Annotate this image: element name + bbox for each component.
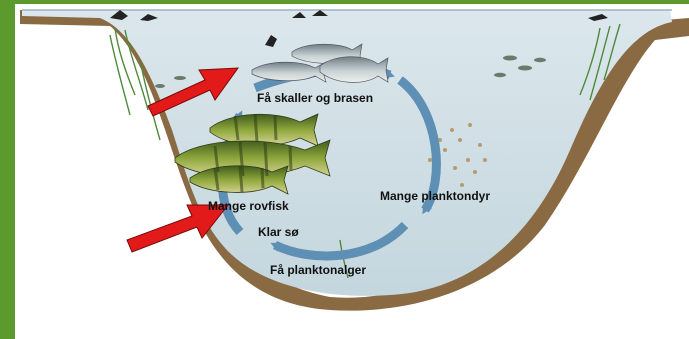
label-few-plankton-algae: Få planktonalger — [270, 263, 366, 277]
label-many-zooplankton: Mange planktondyr — [380, 189, 490, 203]
label-many-predator-fish: Mange rovfisk — [208, 199, 289, 213]
label-clear-lake: Klar sø — [258, 225, 299, 239]
label-few-roach-bream: Få skaller og brasen — [257, 91, 373, 105]
